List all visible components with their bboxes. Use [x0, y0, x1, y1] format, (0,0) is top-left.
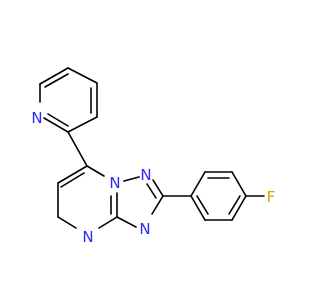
bond	[228, 195, 241, 215]
bond	[146, 183, 157, 199]
bond	[98, 216, 118, 229]
bond	[67, 67, 98, 84]
bond	[57, 216, 77, 229]
bond	[39, 67, 69, 85]
bond	[44, 73, 69, 88]
bond	[60, 172, 85, 188]
bond	[152, 179, 164, 197]
bond	[43, 117, 69, 133]
bond	[47, 113, 69, 127]
atom-label-n-triazole-top: N	[140, 166, 151, 184]
atom-label-n-triazole-bottom: N	[139, 220, 150, 238]
pyridine-ring	[39, 67, 98, 133]
fluorophenyl-ring	[190, 171, 247, 221]
bond	[231, 195, 247, 221]
bond	[67, 116, 98, 133]
bond	[67, 131, 88, 167]
atom-label-n-bridge: N	[109, 174, 120, 192]
bond	[190, 195, 206, 221]
bond	[57, 165, 88, 184]
bond	[86, 165, 105, 177]
bond	[123, 176, 140, 182]
bond	[116, 216, 137, 228]
bond	[190, 171, 206, 197]
pyrimidine-ring	[57, 165, 118, 229]
atom-label-f: F	[267, 188, 276, 206]
triazole-ring	[116, 176, 164, 228]
atom-label-n-pyrimidine: N	[82, 228, 93, 246]
bond	[196, 195, 209, 215]
bond	[231, 171, 247, 197]
molecule-diagram: N N N N N F	[31, 67, 276, 246]
atom-label-n-pyridine: N	[31, 109, 42, 127]
bond	[151, 195, 164, 215]
